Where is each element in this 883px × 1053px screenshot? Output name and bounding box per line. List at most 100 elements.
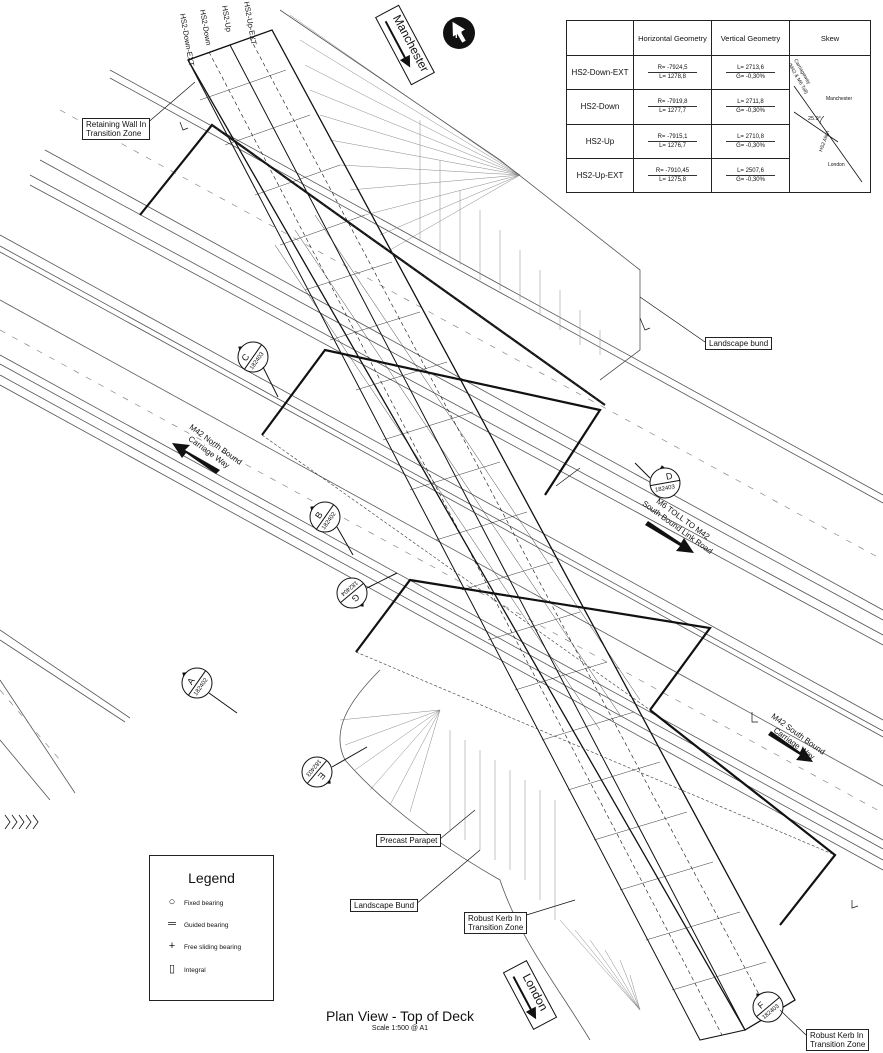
table-row: HS2-Down R= -7919,8 L= 1277,7 L= 2711,8 … bbox=[566, 89, 871, 125]
radius-value: R= -7915,1 bbox=[648, 133, 697, 142]
table-row: HS2-Up-EXT R= -7910,45 L= 1275,8 L= 2507… bbox=[566, 157, 871, 194]
track-labels: HS2-Down-EXT HS2-Down HS2-Up HS2-Up-EXT bbox=[178, 1, 259, 68]
callout-robust-kerb-mid: Robust Kerb In Transition Zone bbox=[464, 912, 528, 934]
callout-text: Robust Kerb In bbox=[810, 1031, 864, 1040]
skew-diagram: Carriageway (M42 & M6 Toll) 25.9° Manche… bbox=[786, 55, 871, 193]
callout-text: Transition Zone bbox=[86, 129, 142, 138]
section-letter: E bbox=[316, 770, 328, 781]
length-value: L= 1278,8 bbox=[659, 74, 686, 81]
horizontal-geometry: R= -7924,5 L= 1278,8 bbox=[633, 54, 712, 91]
callout-text: Robust Kerb In bbox=[468, 914, 522, 923]
pier-crossheads bbox=[139, 123, 837, 926]
lane-markings bbox=[0, 109, 883, 814]
legend-label: Integral bbox=[184, 967, 206, 974]
callout-robust-kerb-bottom: Robust Kerb In Transition Zone bbox=[806, 1029, 870, 1051]
landscape-bund-outline-upper bbox=[279, 9, 641, 381]
legend-label: Fixed bearing bbox=[184, 900, 224, 907]
table-header-empty bbox=[566, 20, 634, 56]
track-label: HS2-Up-EXT bbox=[242, 1, 259, 46]
geometry-table: Horizontal Geometry Vertical Geometry Sk… bbox=[566, 20, 871, 194]
motorway-carriageways bbox=[0, 69, 883, 871]
legend-title: Legend bbox=[188, 870, 235, 886]
grade-value: G= -0,30% bbox=[736, 142, 765, 149]
vlength-value: L= 2711,8 bbox=[726, 98, 775, 108]
horizontal-geometry: R= -7919,8 L= 1277,7 bbox=[633, 89, 712, 125]
radius-value: R= -7924,5 bbox=[648, 64, 697, 74]
legend-item: ▯ Integral bbox=[164, 962, 206, 975]
section-letter: B bbox=[313, 510, 325, 521]
length-value: L= 1275,8 bbox=[659, 176, 686, 183]
svg-text:N: N bbox=[455, 30, 462, 41]
m42-south-arrow bbox=[768, 731, 813, 762]
length-value: L= 1277,7 bbox=[659, 108, 686, 115]
grade-value: G= -0,30% bbox=[736, 74, 765, 81]
section-marker-b: B 182402 bbox=[309, 501, 354, 556]
section-letter: C bbox=[239, 352, 251, 363]
section-marker-a: A 182402 bbox=[181, 667, 238, 714]
table-header-skew: Skew bbox=[789, 20, 871, 56]
track-name: HS2-Up bbox=[566, 123, 634, 159]
cross-icon: + bbox=[168, 940, 176, 952]
track-name: HS2-Down bbox=[566, 89, 634, 125]
legend: Legend ○ Fixed bearing ═Guided bearing + F… bbox=[149, 855, 274, 1001]
vlength-value: L= 2507,6 bbox=[726, 167, 775, 176]
horizontal-geometry: R= -7910,45 L= 1275,8 bbox=[633, 157, 712, 194]
section-ref: 182403 bbox=[655, 484, 676, 494]
section-marker-f: F 182403 bbox=[752, 991, 784, 1023]
road-m42-south: M42 South Bound Carriage Way bbox=[770, 712, 827, 762]
callout-retaining-wall: Retaining Wall In Transition Zone bbox=[82, 118, 151, 140]
skew-north-end: Manchester bbox=[826, 96, 852, 102]
callout-landscape-bund-upper: Landscape bund bbox=[705, 337, 773, 350]
section-letter: F bbox=[756, 999, 767, 1011]
legend-item: ═Guided bearing bbox=[164, 918, 228, 930]
vertical-geometry: L= 2711,8 G= -0,30% bbox=[711, 89, 790, 125]
london-direction: London bbox=[502, 959, 558, 1031]
track-label: HS2-Up bbox=[220, 5, 233, 33]
vlength-value: L= 2713,6 bbox=[726, 64, 775, 74]
vlength-value: L= 2710,8 bbox=[726, 133, 775, 142]
skew-angle: 25.9° bbox=[808, 116, 821, 122]
callout-text: Retaining Wall In bbox=[86, 120, 147, 129]
callout-text: Transition Zone bbox=[810, 1040, 866, 1049]
grade-value: G= -0,30% bbox=[736, 108, 765, 115]
integral-icon: ▯ bbox=[168, 963, 176, 975]
legend-item: ○ Fixed bearing bbox=[164, 896, 224, 908]
table-header-vertical: Vertical Geometry bbox=[711, 20, 790, 56]
section-marker-d: D 182403 bbox=[634, 462, 681, 499]
chevron-marks bbox=[4, 814, 39, 830]
vertical-geometry: L= 2710,8 G= -0,30% bbox=[711, 123, 790, 159]
horizontal-geometry: R= -7915,1 L= 1276,7 bbox=[633, 123, 712, 159]
circle-icon: ○ bbox=[168, 896, 176, 908]
section-letter: D bbox=[665, 471, 674, 482]
table-row: HS2-Down-EXT R= -7924,5 L= 1278,8 L= 271… bbox=[566, 54, 871, 193]
pier-tracks bbox=[211, 124, 836, 856]
landscape-bund-hatch-upper bbox=[289, 14, 601, 355]
length-value: L= 1276,7 bbox=[659, 142, 686, 149]
m6-toll-arrow bbox=[645, 521, 694, 553]
table-header-horizontal: Horizontal Geometry bbox=[633, 20, 712, 56]
track-label: HS2-Down bbox=[198, 9, 213, 46]
deck-down-strip bbox=[187, 44, 746, 1041]
north-arrow-icon: N bbox=[443, 17, 475, 49]
landscape-bund-hatch-lower bbox=[339, 709, 641, 1011]
section-marker-g: G 182404 bbox=[336, 572, 398, 609]
section-letter: A bbox=[185, 676, 197, 687]
radius-value: R= -7910,45 bbox=[648, 167, 697, 176]
track-name: HS2-Up-EXT bbox=[566, 157, 634, 194]
drawing-title: Plan View - Top of Deck bbox=[325, 1008, 475, 1024]
landscape-bund-outline-lower bbox=[339, 669, 591, 1041]
callout-text: Transition Zone bbox=[468, 923, 524, 932]
deck-up-strip bbox=[187, 29, 796, 1031]
track-label: HS2-Down-EXT bbox=[178, 13, 196, 68]
callout-landscape-bund-lower: Landscape Bund bbox=[350, 899, 419, 912]
callout-precast-parapet: Precast Parapet bbox=[376, 834, 442, 847]
m42-north-arrow bbox=[172, 443, 220, 474]
section-marker-e: E 182403 bbox=[301, 746, 368, 788]
hs2-deck bbox=[187, 29, 796, 1041]
legend-label: Guided bearing bbox=[184, 922, 229, 929]
drawing-scale: Scale 1:500 @ A1 bbox=[371, 1025, 429, 1032]
callout-leaders bbox=[144, 81, 859, 1036]
legend-label: Free sliding bearing bbox=[184, 944, 242, 951]
skew-diagram-svg: Carriageway (M42 & M6 Toll) 25.9° Manche… bbox=[786, 58, 863, 183]
